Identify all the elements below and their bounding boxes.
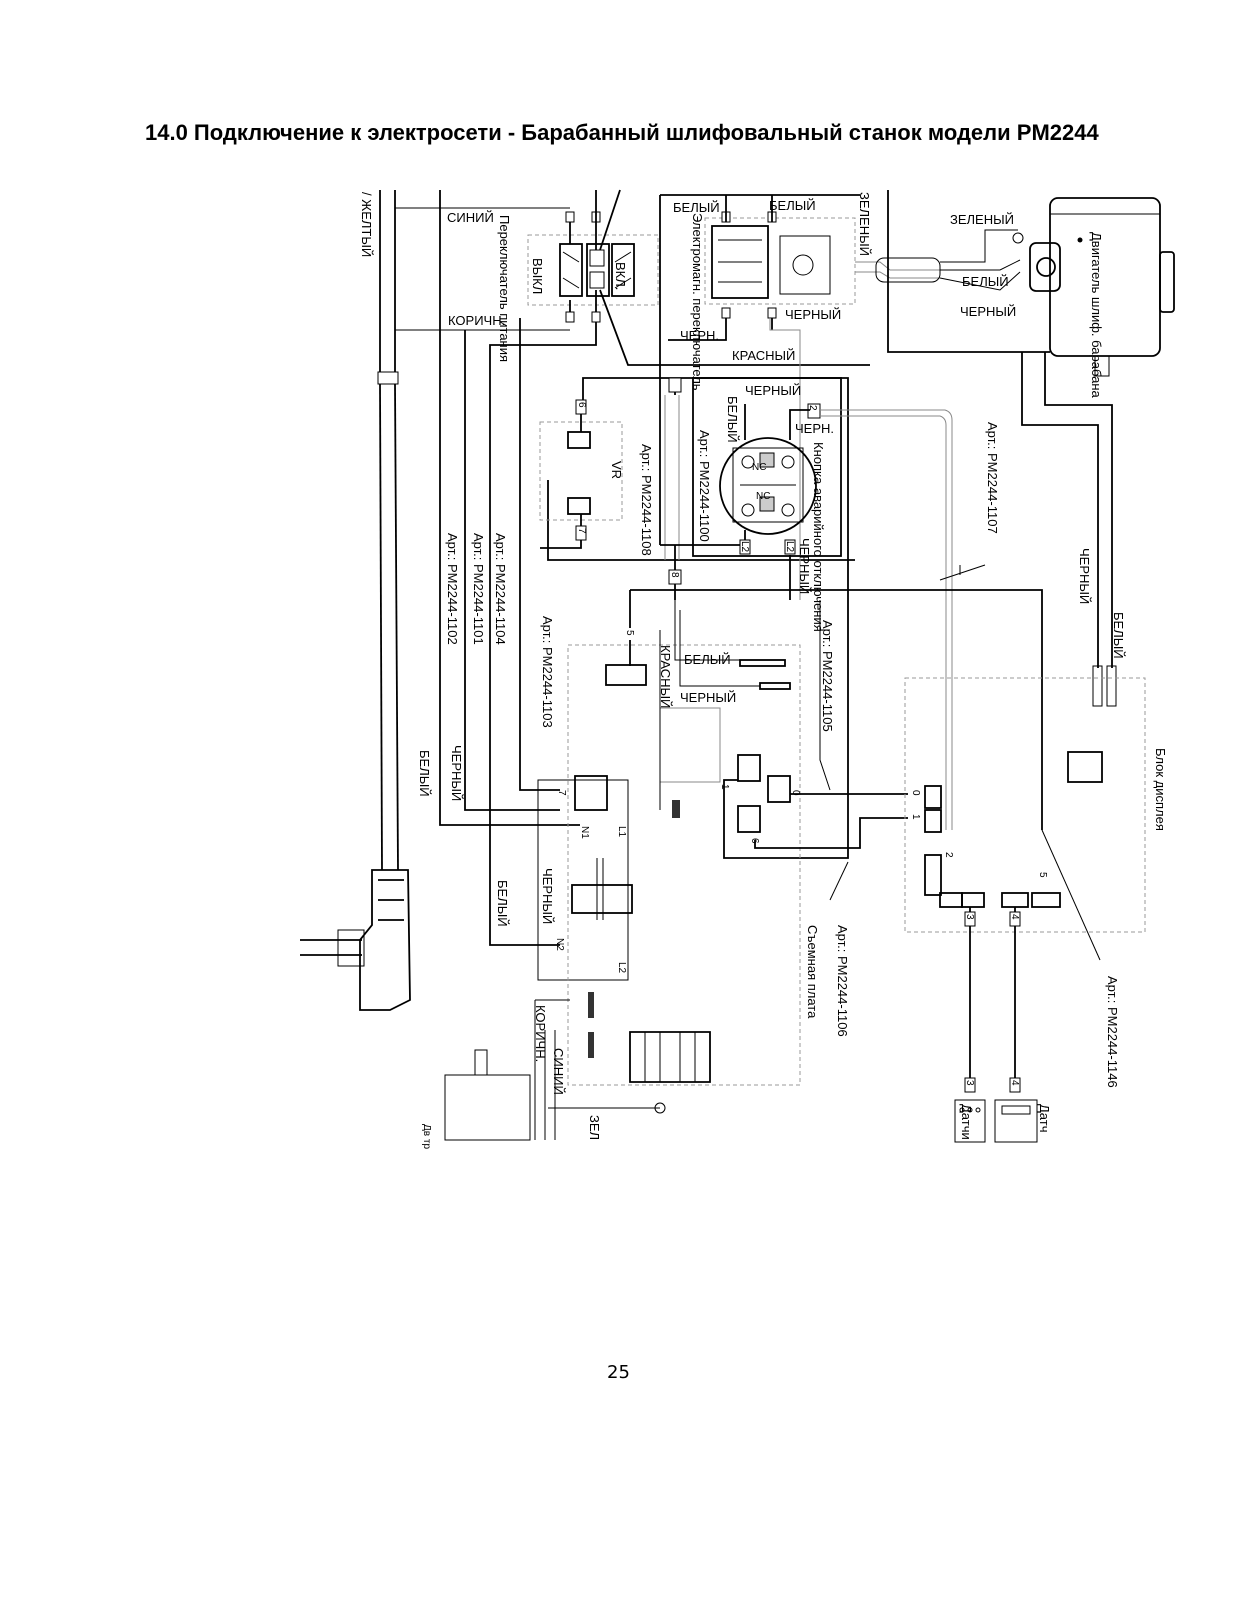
label-sensor-2: Датч [1037,1104,1052,1132]
label-korichn-bottom: КОРИЧН. [533,1005,548,1062]
label-art-1100: Арт.: PM2244-1100 [697,430,712,542]
connector-label: 7 [576,528,587,534]
label-cherny-switch: ЧЕРНЫЙ [785,307,841,322]
label-art-1106: Арт.: PM2244-1106 [835,925,850,1037]
page-number: 25 [607,1362,630,1383]
mains-cable [377,190,570,871]
page-title: 14.0 Подключение к электросети - Барабан… [145,120,1099,145]
label-vkl: ВКЛ. [613,262,628,290]
label-cherny-estop-bottom: ЧЕРНЫЙ [797,538,812,594]
label-zeleny-vert: ЗЕЛЕНЫЙ [857,192,872,256]
label-art-1103: Арт.: PM2244-1103 [540,616,555,728]
connector-label: N2 [554,938,565,951]
label-electromag: Электромагн. переключатель [690,213,705,391]
label-krasny-pcb: КРАСНЫЙ [658,645,673,708]
label-dv-bottom: Дв тр [421,1124,432,1149]
display-block [904,677,1146,933]
electromagnetic-switch [704,211,856,319]
connector-label: L2 [616,962,627,974]
connector-label: 2 [943,852,954,858]
label-zel-bottom: ЗЕЛ [587,1115,602,1140]
connector-label: 7 [556,790,567,796]
label-chern-estop: ЧЕРН. [795,421,834,436]
label-art-1104: Арт.: PM2244-1104 [493,533,508,645]
connector-label: N1 [579,826,590,839]
label-cherny-estop-top: ЧЕРНЫЙ [745,383,801,398]
label-zhelty: / ЖЕЛТЫЙ [359,192,374,257]
connector-label: 2 [807,405,818,411]
label-bely-motor: БЕЛЫЙ [962,274,1009,289]
label-chern-1: ЧЕРН. [680,328,719,343]
label-siniy-bottom: СИНИЙ [551,1048,566,1095]
label-sensor-1: Датчи [959,1104,974,1140]
label-cherny-right: ЧЕРНЫЙ [1077,548,1092,604]
label-removable-board: Съемная плата [805,925,820,1019]
connector-label: 0 [910,790,921,796]
label-cherny-pcb: ЧЕРНЫЙ [680,690,736,705]
connector-label: 1 [719,784,730,790]
connector-label: 3 [964,1080,975,1086]
label-motor: Двигатель шлиф. барабана [1089,232,1104,399]
plug-icon [300,869,411,1011]
connector-label: 5 [1037,872,1048,878]
connector-label: 6 [749,838,760,844]
connector-label: L2 [739,541,750,553]
power-board [537,644,801,1086]
label-cherny-motor: ЧЕРНЫЙ [960,304,1016,319]
label-estop: Кнопка аварийного отключения [811,442,826,632]
label-bely-2: БЕЛЫЙ [769,198,816,213]
connector-label: 5 [624,630,635,636]
connector-label: 0 [790,790,801,796]
label-cherny-left: ЧЕРНЫЙ [449,745,464,801]
label-art-1105: Арт.: PM2244-1105 [820,620,835,732]
connector-label: L1 [616,826,627,838]
label-korichn-top: КОРИЧН. [448,313,505,328]
connector-label: 1 [910,814,921,820]
label-bely-1: БЕЛЫЙ [673,200,720,215]
label-bely-left: БЕЛЫЙ [417,750,432,797]
label-art-1101: Арт.: PM2244-1101 [471,533,486,645]
connector-label: L2 [784,541,795,553]
label-vykl: ВЫКЛ [530,258,545,294]
label-art-1146: Арт.: PM2244-1146 [1105,976,1120,1088]
pump-motor-icon [444,1049,531,1141]
connector-label: 3 [964,914,975,920]
label-nc-2: NC [756,491,770,502]
label-cherny-lower: ЧЕРНЫЙ [540,868,555,924]
label-display-block: Блок дисплея [1153,748,1168,831]
connector-label: 6 [576,402,587,408]
label-siniy-top: СИНИЙ [447,210,494,225]
label-krasny-top: КРАСНЫЙ [732,348,795,363]
label-zeleny-right: ЗЕЛЕНЫЙ [950,212,1014,227]
label-art-1108: Арт.: PM2244-1108 [639,444,654,556]
label-art-1102: Арт.: PM2244-1102 [445,533,460,645]
label-art-1107: Арт.: PM2244-1107 [985,422,1000,534]
power-switch [527,211,659,323]
label-bely-right: БЕЛЫЙ [1111,612,1126,659]
label-bely-pcb: БЕЛЫЙ [684,652,731,667]
connector-label: 4 [1009,1080,1020,1086]
label-nc-1: NC [752,462,766,473]
estop-button [692,377,842,557]
label-bely-estop: БЕЛЫЙ [725,396,740,443]
connector-label: 8 [669,572,680,578]
drum-motor-icon [1029,197,1175,377]
label-power-switch: Переключатель питания [497,215,512,362]
label-vr: VR [609,461,624,479]
label-bely-lower: БЕЛЫЙ [495,880,510,927]
connector-label: 4 [1009,914,1020,920]
sensor-icon [954,1099,1038,1143]
